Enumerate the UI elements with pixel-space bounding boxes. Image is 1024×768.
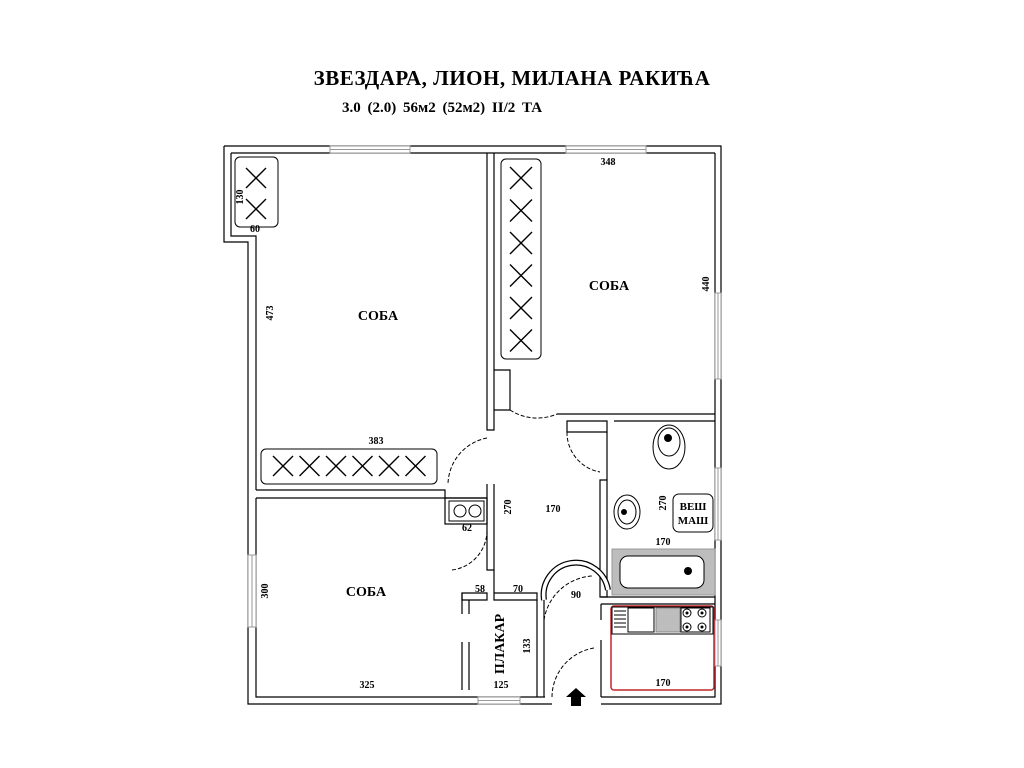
plan-subtitle: 3.0 (2.0) 56м2 (52м2) II/2 ТА <box>342 100 543 116</box>
radiator-cross-mark <box>509 264 533 287</box>
dimension-labels: 130 60 473 383 348 440 270 170 270 170 6… <box>235 157 712 691</box>
dim-133: 133 <box>522 639 533 654</box>
radiators <box>234 156 542 485</box>
dim-170-bath: 170 <box>656 537 671 548</box>
room-label-top-right: СОБА <box>589 279 630 294</box>
dim-90: 90 <box>571 590 581 601</box>
radiator-bottom <box>260 448 438 485</box>
dim-60: 60 <box>250 224 260 235</box>
dim-125: 125 <box>494 680 509 691</box>
dim-58: 58 <box>475 584 485 595</box>
radiator-cross-mark <box>352 455 373 477</box>
washer-label-line2: МАШ <box>678 515 708 527</box>
radiator-cross-mark <box>509 296 533 320</box>
radiator-cross-mark <box>245 167 267 189</box>
dim-170-hall: 170 <box>546 504 561 515</box>
dim-70: 70 <box>513 584 523 595</box>
dim-473: 473 <box>265 306 276 321</box>
radiator-cross-mark <box>509 231 533 255</box>
radiator-cross-mark <box>325 455 347 477</box>
radiator-cross-mark <box>509 329 533 352</box>
radiator-top-left <box>234 156 279 228</box>
bathroom-fixtures <box>611 424 716 596</box>
dim-325: 325 <box>360 680 375 691</box>
wardrobe-label: ПЛАКАР <box>493 613 508 674</box>
entrance-arrow-icon <box>566 688 586 706</box>
dim-348: 348 <box>601 157 616 168</box>
radiator-cross-mark <box>405 455 426 477</box>
door-swings <box>447 409 601 698</box>
radiator-cross-mark <box>299 455 320 477</box>
radiator-crosses <box>245 166 533 477</box>
chimney <box>448 500 485 522</box>
radiator-cross-mark <box>509 199 533 222</box>
washer-label-line1: ВЕШ <box>680 501 707 513</box>
dim-270-hall: 270 <box>503 500 514 515</box>
dim-170-kitchen: 170 <box>656 678 671 689</box>
kitchen <box>610 605 715 691</box>
plan-title-block: ЗВЕЗДАРА, ЛИОН, МИЛАНА РАКИЋА <box>0 66 1024 91</box>
dim-383: 383 <box>369 436 384 447</box>
dim-440: 440 <box>701 277 712 292</box>
dim-270-bath: 270 <box>658 496 669 511</box>
radiator-top-right <box>500 158 542 360</box>
radiator-cross-mark <box>272 455 294 477</box>
windows <box>247 145 722 705</box>
room-label-bottom-left: СОБА <box>346 585 387 600</box>
dim-62: 62 <box>462 523 472 534</box>
plan-title: ЗВЕЗДАРА, ЛИОН, МИЛАНА РАКИЋА <box>313 66 711 90</box>
interior-walls <box>256 153 715 697</box>
dim-130: 130 <box>235 190 246 205</box>
radiator-cross-mark <box>245 198 267 220</box>
dim-300: 300 <box>260 584 271 599</box>
radiator-cross-mark <box>378 455 400 477</box>
room-label-top-left: СОБА <box>358 309 399 324</box>
radiator-cross-mark <box>509 166 533 190</box>
washing-machine <box>672 493 714 533</box>
